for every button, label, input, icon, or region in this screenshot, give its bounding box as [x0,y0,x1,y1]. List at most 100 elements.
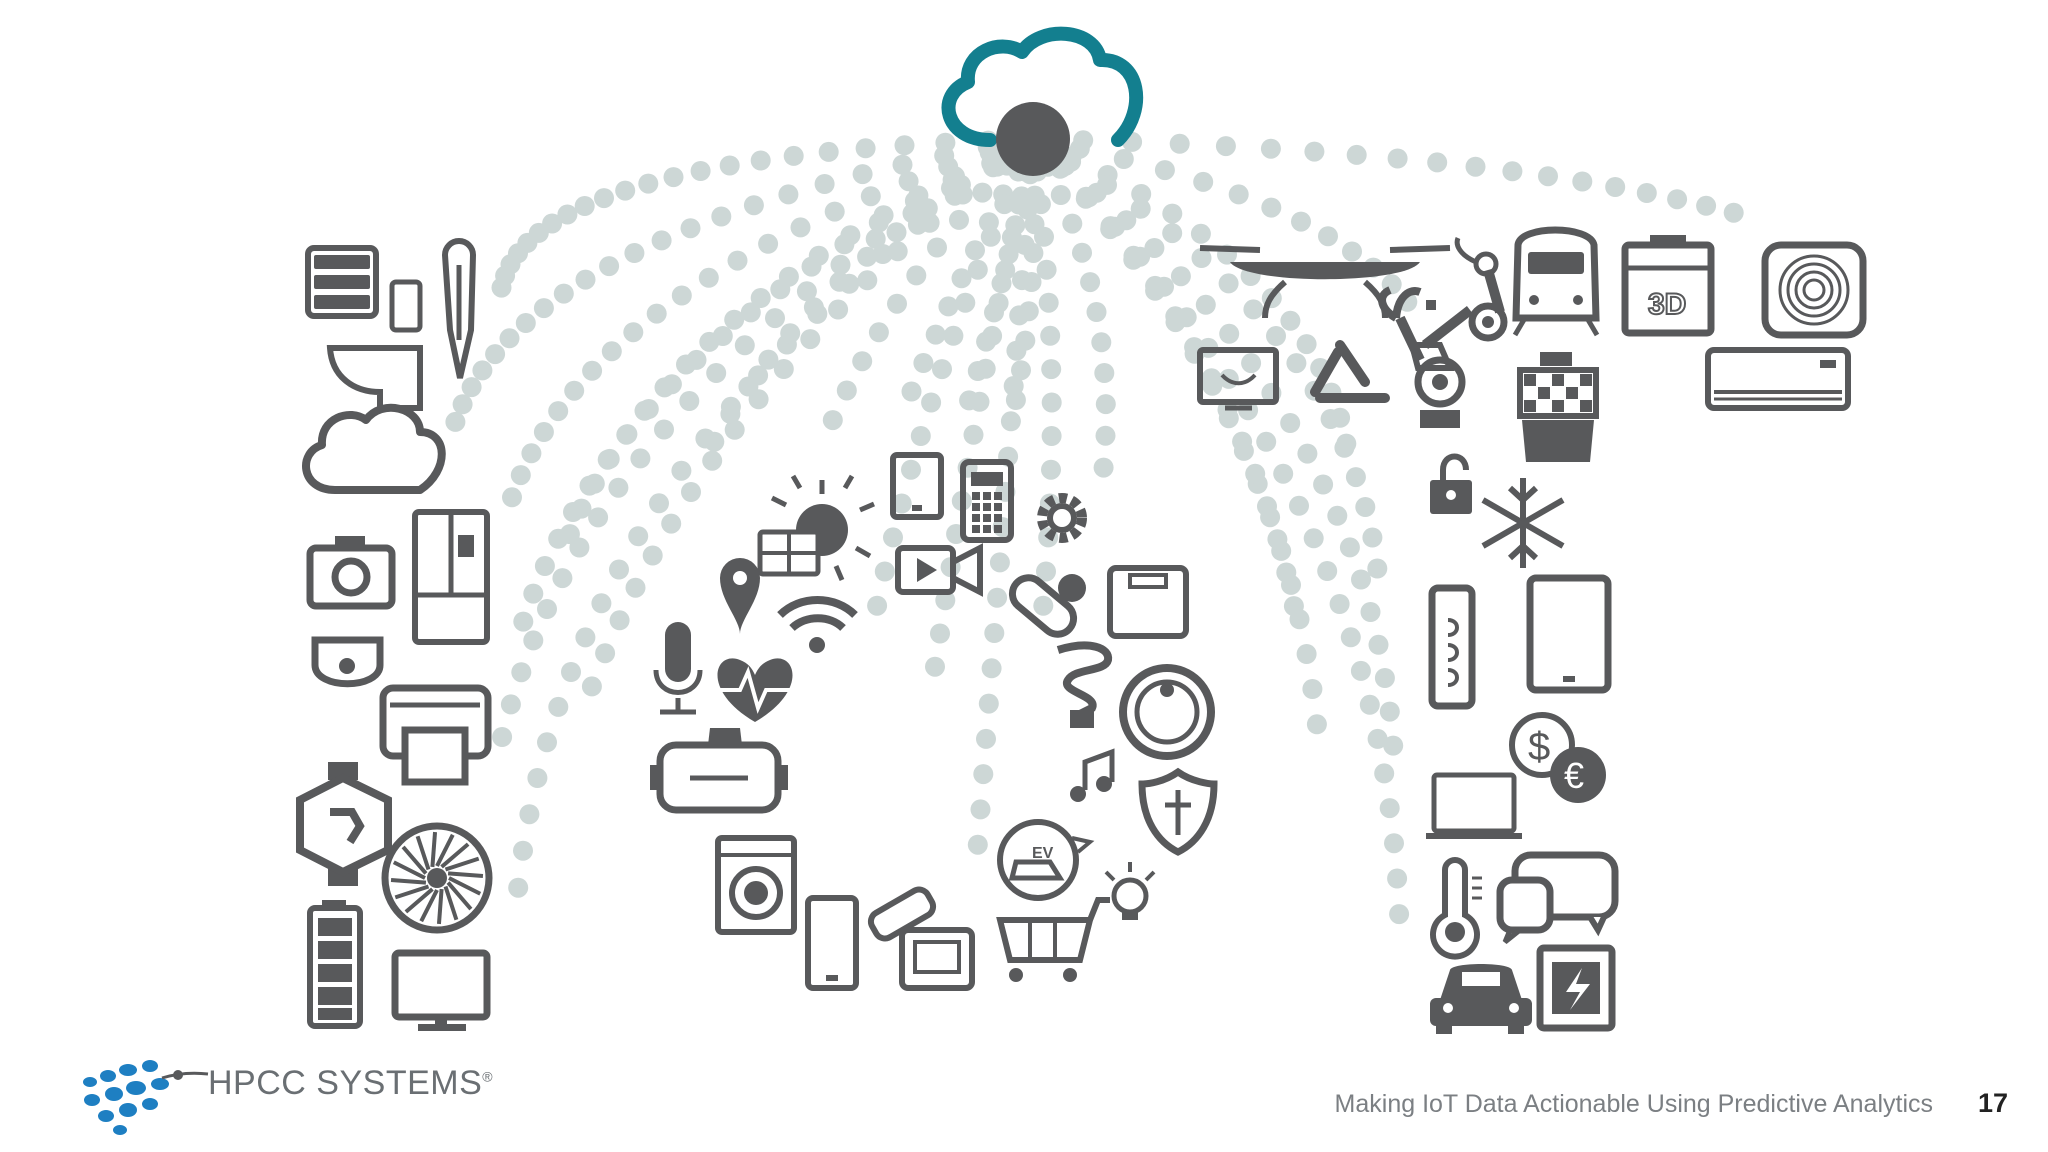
flow-dot [1340,627,1361,648]
flow-dot [860,186,881,207]
flow-dot [1427,152,1448,173]
flow-dot [1572,171,1593,192]
flow-dot [1256,431,1277,452]
train-icon [1512,226,1600,337]
flow-dot [537,732,557,753]
flow-dot [995,260,1016,281]
ship-window [1580,400,1592,412]
flow-dot [808,245,829,266]
flow-dot [595,643,616,664]
flow-dot [1080,272,1101,293]
flow-dot [581,676,602,697]
flow-dot [743,195,764,216]
flow-dot [975,358,996,379]
flow-dot [1036,561,1056,582]
flow-dot [609,559,629,580]
flow-dot [1696,195,1717,216]
flow-dot [1465,156,1486,177]
flow-dot [886,222,907,243]
flow-dot [938,296,959,317]
flow-dot [982,325,1003,346]
flow-dot [969,391,990,412]
flow-dot [1304,141,1325,162]
recycle-icon [1310,340,1390,403]
keypad-key [972,492,980,500]
flow-dot [1072,242,1092,263]
flow-dot [828,299,849,320]
flow-dot [1076,186,1097,207]
flow-dot [1165,306,1186,327]
flow-dot [1350,660,1371,681]
camera-icon [306,536,396,610]
flow-dot [1245,463,1266,484]
flow-dot [987,587,1008,608]
keypad-key [972,503,980,511]
flow-dot [1359,694,1380,715]
flow-dot [1169,133,1190,154]
flow-dot [906,265,927,286]
flow-dot [1367,728,1388,749]
flow-dot [1636,183,1657,203]
fan-blade [390,877,427,885]
flow-dot [943,325,964,346]
flow-dot [758,233,779,254]
flow-dot [874,561,895,582]
flow-dot [1050,185,1071,205]
ship-icon [1517,352,1599,462]
tablet-small-icon [899,927,975,991]
fan-icon [381,822,493,934]
flow-dot [780,323,801,344]
flow-dot [1297,443,1318,464]
flow-dot [949,209,969,230]
robot-vacuum-icon [1119,664,1215,760]
flow-dot [1034,226,1054,247]
flow-dot [711,206,732,227]
fan-blade [448,876,482,896]
flow-dot [1041,426,1062,446]
flow-dot [951,268,972,289]
flow-dot [778,184,799,205]
flow-dot [892,154,913,175]
smartwatch-icon [296,762,392,886]
fan-blade [392,860,426,880]
flow-dot [599,256,620,277]
chat-icon [1496,851,1619,944]
currency-icon: $ € [1509,712,1606,803]
flow-dot [981,658,1002,679]
flow-dot [727,250,748,271]
page-number: 17 [1977,1088,2008,1118]
flow-dot [533,422,554,442]
fan-blade [440,842,470,869]
flow-dot [1605,177,1626,197]
flow-dot [950,174,971,195]
flow-dot [935,590,956,611]
flow-dot [1162,203,1183,224]
flow-dot [738,376,759,397]
flow-dot [1387,148,1408,169]
flow-dot [803,297,824,318]
keypad-key [994,492,1002,500]
flow-dot [1283,596,1304,617]
fan-blade [435,833,455,867]
flow-dot [574,196,595,216]
flow-dot [917,198,938,219]
flow-dot [519,804,540,825]
fan-blade [394,884,430,900]
flow-dot [510,465,531,486]
flow-dot [630,448,651,469]
flow-dot [1100,216,1121,237]
flow-dot [852,351,873,372]
flow-dot [1345,467,1366,488]
flow-dot [1384,833,1404,854]
flow-dot [984,623,1005,643]
flow-dot [552,568,573,589]
flow-dot [1113,149,1134,169]
flow-dot [680,218,701,239]
flow-dot [1190,223,1211,244]
flow-dot [1041,359,1062,380]
flow-dot [955,292,976,313]
flow-dot [661,513,682,534]
flow-dot [910,426,931,446]
flow-dot [1241,353,1262,374]
flow-dot [706,363,727,383]
